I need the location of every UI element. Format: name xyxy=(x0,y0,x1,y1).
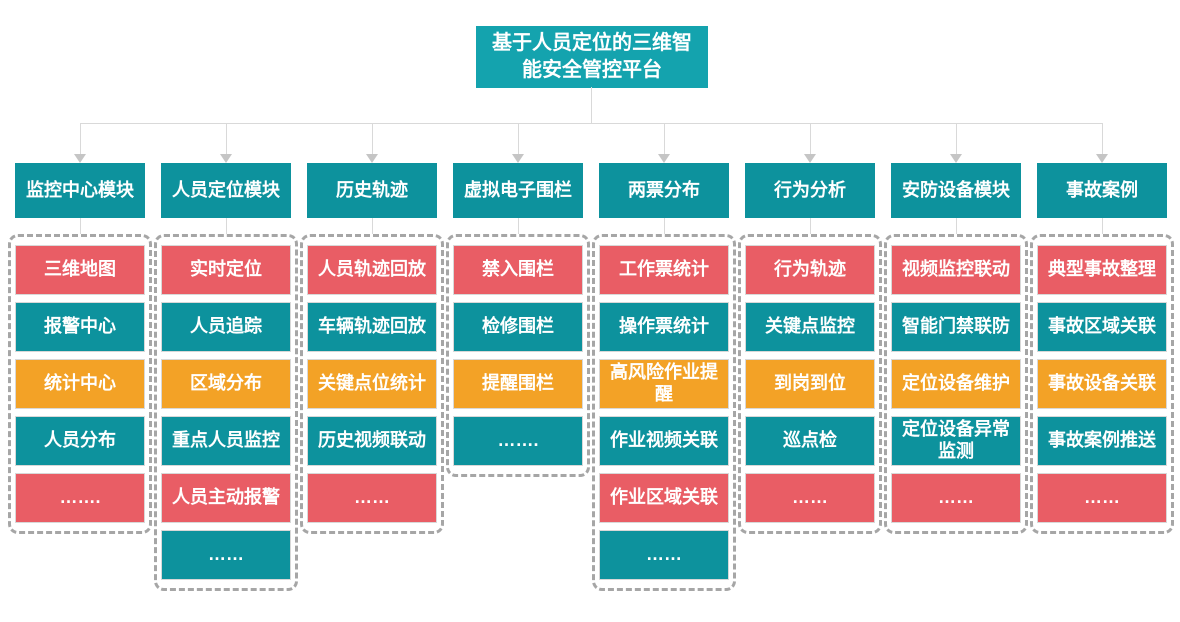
module-item[interactable]: 视频监控联动 xyxy=(891,245,1021,295)
module-header[interactable]: 虚拟电子围栏 xyxy=(453,163,583,218)
module-item[interactable]: 重点人员监控 xyxy=(161,416,291,466)
module-item[interactable]: …… xyxy=(1037,473,1167,523)
module-item[interactable]: 定位设备维护 xyxy=(891,359,1021,409)
module-item[interactable]: ……. xyxy=(15,473,145,523)
module-column: 虚拟电子围栏 禁入围栏检修围栏提醒围栏 ……. xyxy=(446,123,590,477)
arrow-down-icon xyxy=(950,154,962,163)
module-header[interactable]: 事故案例 xyxy=(1037,163,1167,218)
module-item[interactable]: 实时定位 xyxy=(161,245,291,295)
arrow-down-icon xyxy=(658,154,670,163)
module-item[interactable]: 操作票统计 xyxy=(599,302,729,352)
module-item[interactable]: …… xyxy=(745,473,875,523)
module-header[interactable]: 两票分布 xyxy=(599,163,729,218)
module-column: 监控中心模块 三维地图报警中心统计中心人员分布 ……. xyxy=(8,123,152,534)
module-header[interactable]: 历史轨迹 xyxy=(307,163,437,218)
module-column: 历史轨迹 人员轨迹回放车辆轨迹回放关键点位统计历史视频联动 …… xyxy=(300,123,444,534)
module-item[interactable]: 作业视频关联 xyxy=(599,416,729,466)
connector-stub-line xyxy=(371,218,373,234)
connector-stub-line xyxy=(225,218,227,234)
arrow-down-icon xyxy=(804,154,816,163)
module-item[interactable]: 人员轨迹回放 xyxy=(307,245,437,295)
module-column: 事故案例 典型事故整理事故区域关联事故设备关联事故案例推送 …… xyxy=(1030,123,1174,534)
arrow-down-icon xyxy=(366,154,378,163)
module-header[interactable]: 人员定位模块 xyxy=(161,163,291,218)
module-item[interactable]: 人员追踪 xyxy=(161,302,291,352)
module-item[interactable]: 禁入围栏 xyxy=(453,245,583,295)
module-item[interactable]: …… xyxy=(161,530,291,580)
connector-stub-line xyxy=(1101,218,1103,234)
module-header[interactable]: 行为分析 xyxy=(745,163,875,218)
arrow-down-icon xyxy=(512,154,524,163)
module-items-group: 视频监控联动智能门禁联防定位设备维护定位设备异常监测 …… xyxy=(884,234,1028,534)
module-item[interactable]: 历史视频联动 xyxy=(307,416,437,466)
connector-drop-line xyxy=(955,123,957,155)
module-item[interactable]: …… xyxy=(891,473,1021,523)
module-items-group: 禁入围栏检修围栏提醒围栏 ……. xyxy=(446,234,590,477)
module-item[interactable]: 典型事故整理 xyxy=(1037,245,1167,295)
module-items-group: 实时定位人员追踪区域分布重点人员监控人员主动报警 …… xyxy=(154,234,298,591)
module-column: 行为分析 行为轨迹关键点监控到岗到位巡点检 …… xyxy=(738,123,882,534)
module-item[interactable]: 车辆轨迹回放 xyxy=(307,302,437,352)
module-item[interactable]: 事故案例推送 xyxy=(1037,416,1167,466)
module-item[interactable]: ……. xyxy=(453,416,583,466)
module-column: 两票分布 工作票统计操作票统计高风险作业提醒作业视频关联作业区域关联 …… xyxy=(592,123,736,591)
module-column: 安防设备模块 视频监控联动智能门禁联防定位设备维护定位设备异常监测 …… xyxy=(884,123,1028,534)
module-item[interactable]: 到岗到位 xyxy=(745,359,875,409)
module-item[interactable]: 人员分布 xyxy=(15,416,145,466)
module-header[interactable]: 安防设备模块 xyxy=(891,163,1021,218)
module-item[interactable]: 智能门禁联防 xyxy=(891,302,1021,352)
connector-stub-line xyxy=(517,218,519,234)
module-item[interactable]: 关键点监控 xyxy=(745,302,875,352)
module-item[interactable]: 统计中心 xyxy=(15,359,145,409)
module-item[interactable]: 报警中心 xyxy=(15,302,145,352)
module-item[interactable]: 关键点位统计 xyxy=(307,359,437,409)
module-column: 人员定位模块 实时定位人员追踪区域分布重点人员监控人员主动报警 …… xyxy=(154,123,298,591)
module-items-group: 三维地图报警中心统计中心人员分布 ……. xyxy=(8,234,152,534)
trunk-vertical-line xyxy=(591,87,592,123)
module-item[interactable]: 检修围栏 xyxy=(453,302,583,352)
module-item[interactable]: 三维地图 xyxy=(15,245,145,295)
module-item[interactable]: 事故设备关联 xyxy=(1037,359,1167,409)
module-items-group: 行为轨迹关键点监控到岗到位巡点检 …… xyxy=(738,234,882,534)
module-item[interactable]: 定位设备异常监测 xyxy=(891,416,1021,466)
root-node[interactable]: 基于人员定位的三维智能安全管控平台 xyxy=(476,26,708,88)
connector-drop-line xyxy=(371,123,373,155)
trunk-horizontal-line xyxy=(80,123,1103,124)
connector-drop-line xyxy=(79,123,81,155)
module-item[interactable]: 事故区域关联 xyxy=(1037,302,1167,352)
arrow-down-icon xyxy=(1096,154,1108,163)
module-item[interactable]: 工作票统计 xyxy=(599,245,729,295)
module-item[interactable]: …… xyxy=(599,530,729,580)
connector-drop-line xyxy=(663,123,665,155)
connector-drop-line xyxy=(225,123,227,155)
module-item[interactable]: 提醒围栏 xyxy=(453,359,583,409)
connector-drop-line xyxy=(809,123,811,155)
module-items-group: 典型事故整理事故区域关联事故设备关联事故案例推送 …… xyxy=(1030,234,1174,534)
module-header[interactable]: 监控中心模块 xyxy=(15,163,145,218)
module-item[interactable]: …… xyxy=(307,473,437,523)
module-item[interactable]: 作业区域关联 xyxy=(599,473,729,523)
module-items-group: 人员轨迹回放车辆轨迹回放关键点位统计历史视频联动 …… xyxy=(300,234,444,534)
connector-stub-line xyxy=(79,218,81,234)
connector-drop-line xyxy=(1101,123,1103,155)
arrow-down-icon xyxy=(74,154,86,163)
module-items-group: 工作票统计操作票统计高风险作业提醒作业视频关联作业区域关联 …… xyxy=(592,234,736,591)
module-item[interactable]: 高风险作业提醒 xyxy=(599,359,729,409)
module-item[interactable]: 区域分布 xyxy=(161,359,291,409)
connector-drop-line xyxy=(517,123,519,155)
connector-stub-line xyxy=(663,218,665,234)
connector-stub-line xyxy=(809,218,811,234)
connector-stub-line xyxy=(955,218,957,234)
module-item[interactable]: 行为轨迹 xyxy=(745,245,875,295)
module-item[interactable]: 人员主动报警 xyxy=(161,473,291,523)
module-item[interactable]: 巡点检 xyxy=(745,416,875,466)
arrow-down-icon xyxy=(220,154,232,163)
